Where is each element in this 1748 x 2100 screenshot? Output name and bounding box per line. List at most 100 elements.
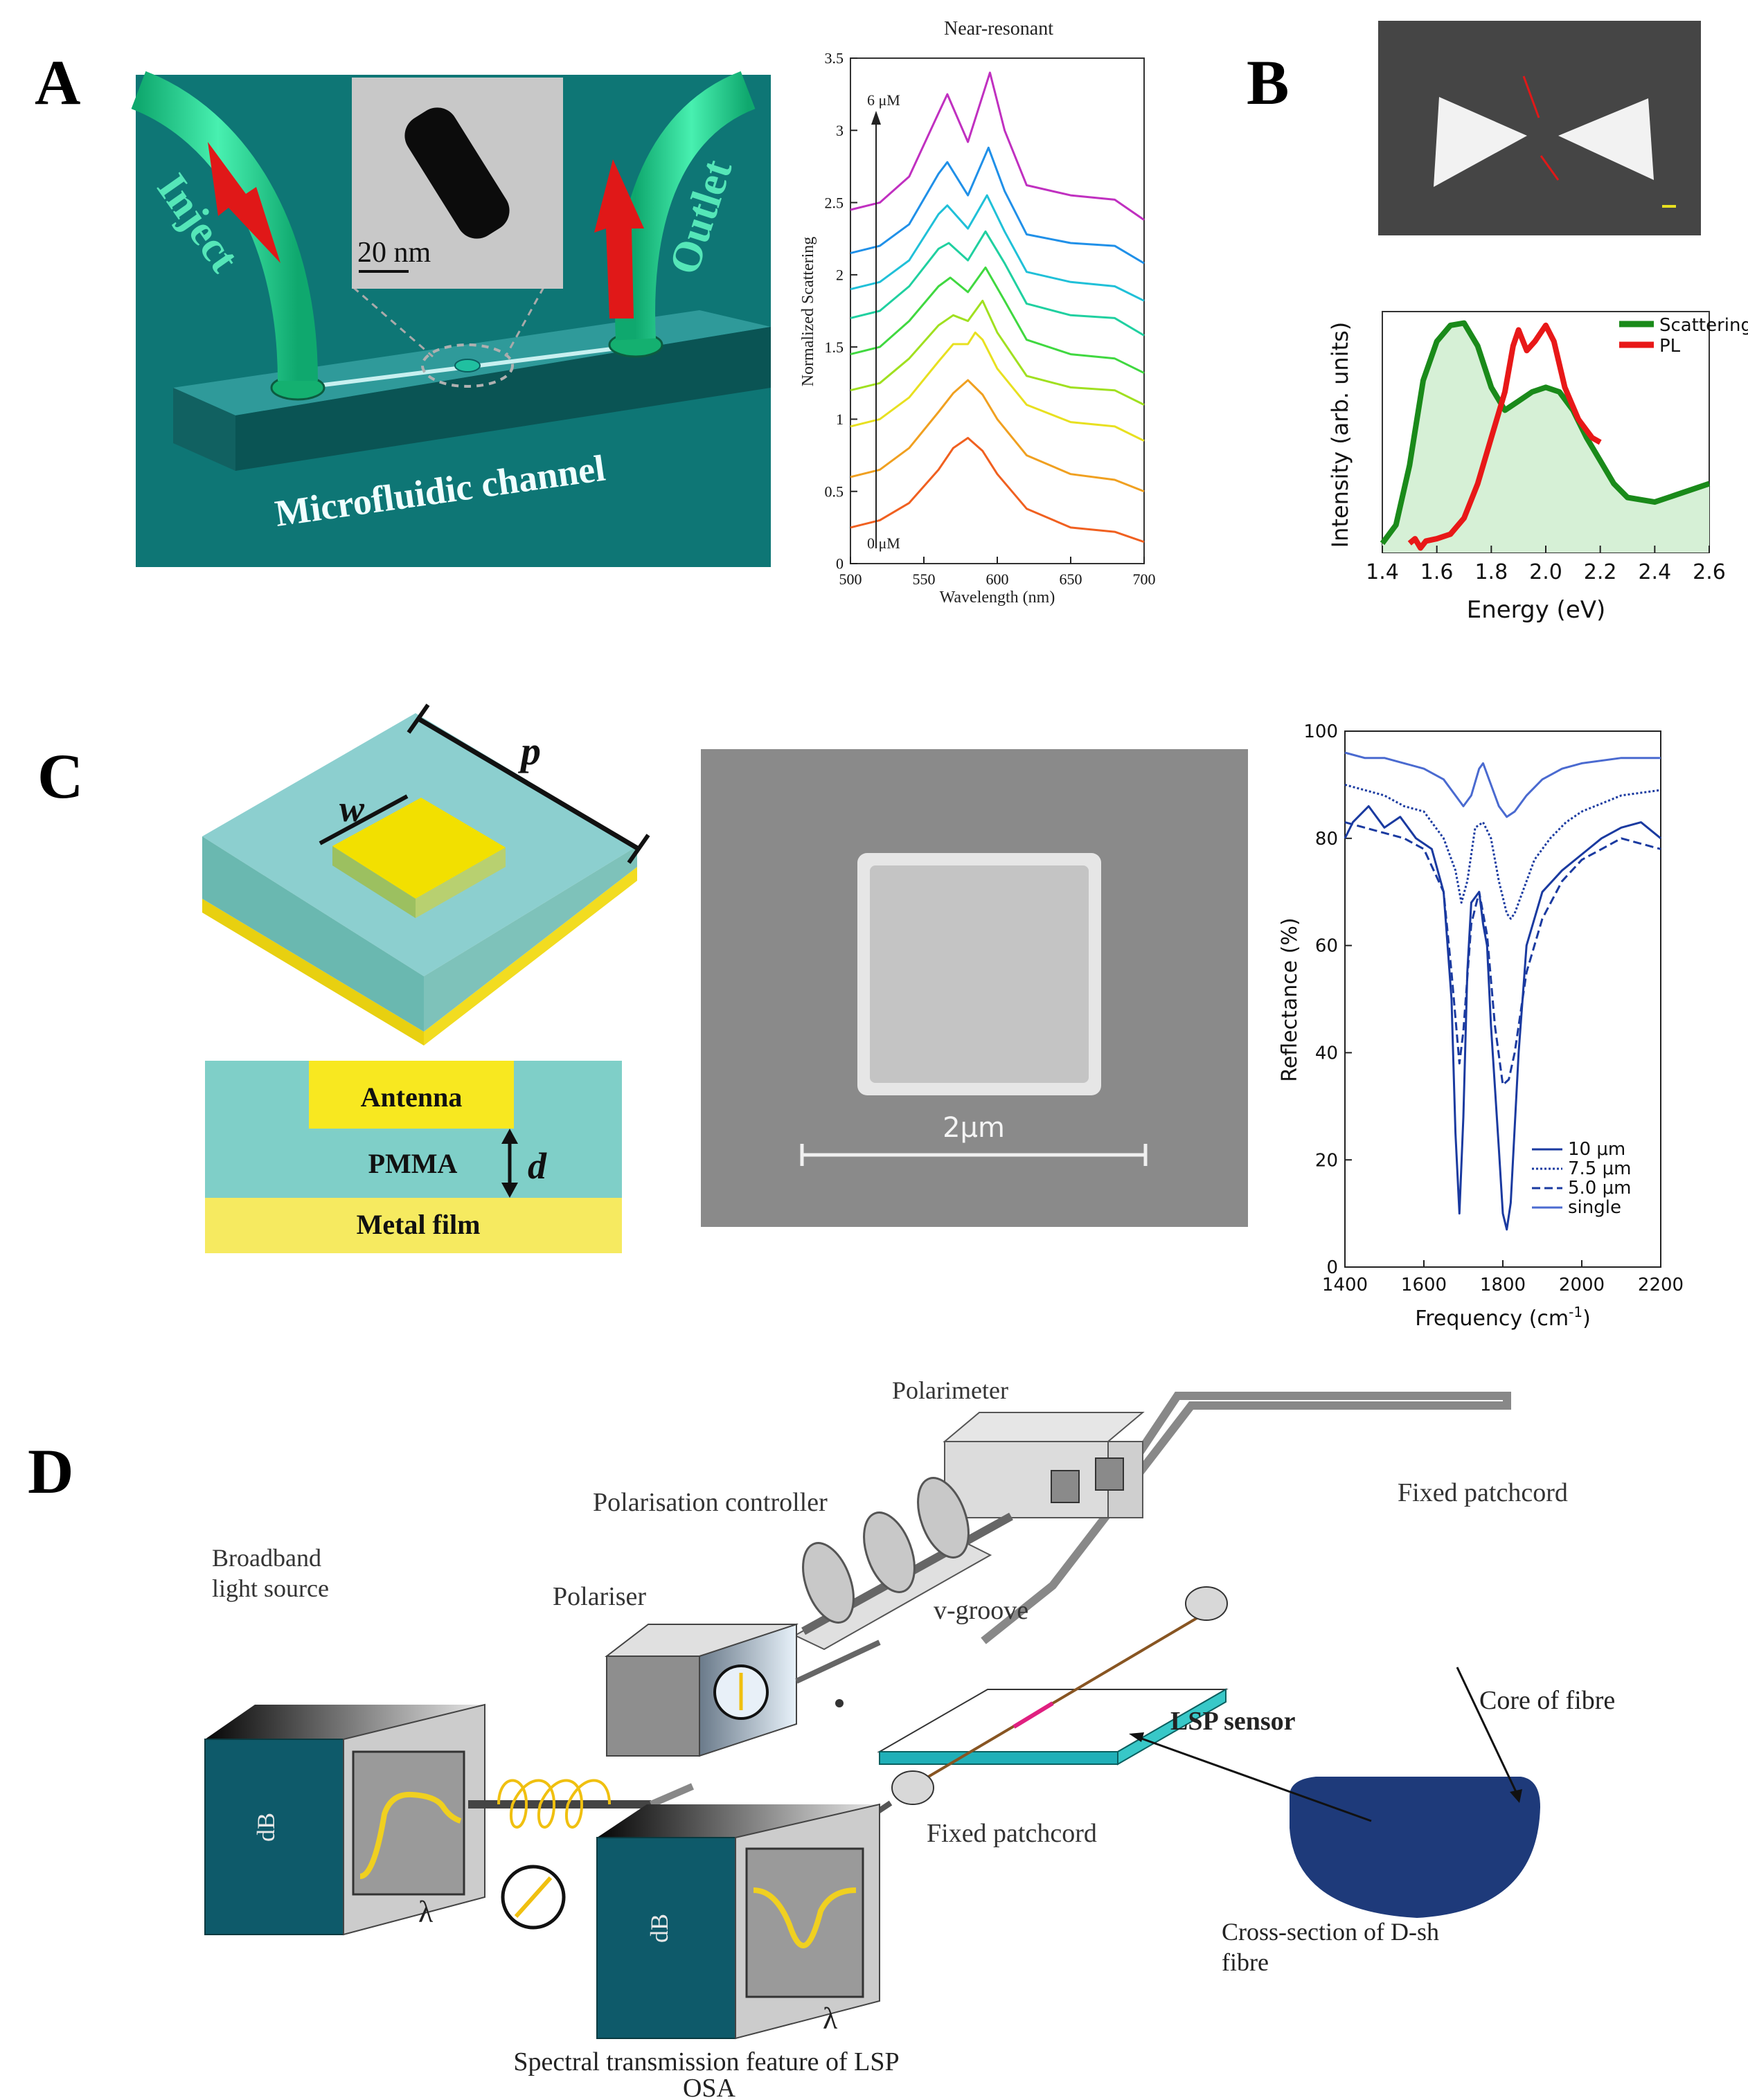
panel-label-a: A — [35, 47, 80, 118]
y-tick-label: 20 — [1315, 1150, 1338, 1171]
pol-controller-label: Polarisation controller — [593, 1488, 828, 1517]
legend-7-5um-label: 7.5 μm — [1568, 1158, 1631, 1179]
y-tick-label: 0.5 — [825, 483, 844, 500]
w-label: w — [339, 788, 365, 829]
core-of-fibre-label: Core of fibre — [1479, 1686, 1615, 1715]
x-tick-label: 2.4 — [1638, 560, 1671, 584]
concentration-arrowhead — [871, 111, 881, 125]
x-tick-label: 2000 — [1559, 1275, 1605, 1295]
chart-c-legend: 10 μm 7.5 μm 5.0 μm single — [1532, 1139, 1631, 1218]
p-tick-1 — [407, 703, 430, 734]
panel-label-d: D — [28, 1436, 73, 1507]
y-tick-label: 2 — [836, 267, 844, 284]
x-tick-label: 700 — [1133, 571, 1156, 588]
polariser-fiber — [650, 1783, 694, 1808]
polarimeter-window-2 — [1095, 1457, 1124, 1491]
bowtie-background — [1378, 21, 1701, 235]
sem-square-inner — [870, 865, 1089, 1083]
sem-scale-label: 2μm — [943, 1112, 1005, 1144]
series-line-4 — [850, 299, 1145, 406]
antenna-top — [332, 798, 506, 899]
x-tick-label: 600 — [986, 571, 1009, 588]
detection-ellipse — [421, 343, 514, 388]
x-tick-label: 500 — [839, 571, 862, 588]
series-line-7-5-m — [1344, 783, 1661, 920]
polarisation-coil — [497, 1779, 611, 1829]
broadband-label-1: Broadband — [212, 1544, 321, 1572]
polarimeter-body — [944, 1441, 1109, 1518]
annotation-0um: 0 μM — [867, 535, 900, 552]
chart-c-xlabel-end: ) — [1582, 1307, 1591, 1331]
series-line-5-0-m — [1344, 821, 1661, 1086]
v-groove-fiber — [795, 1640, 881, 1684]
polariser-label: Polariser — [553, 1582, 646, 1611]
sensor-front — [879, 1751, 1118, 1765]
polariser-body — [606, 1655, 700, 1757]
chart-c-ylabel: Reflectance (%) — [1278, 917, 1302, 1082]
source-screen — [352, 1750, 465, 1896]
chip-front — [173, 388, 235, 471]
antenna-front — [332, 846, 416, 918]
chart-a-title: Near-resonant — [944, 18, 1053, 39]
series-line-1 — [850, 437, 1145, 544]
core-pointer-head — [1510, 1789, 1522, 1803]
antenna-side — [416, 847, 506, 918]
p-tick-2 — [627, 834, 650, 864]
y-tick-label: 2.5 — [825, 194, 844, 211]
bowtie-left-triangle — [1434, 97, 1527, 187]
series-line-scattering — [1380, 320, 1711, 546]
outlet-tube — [615, 71, 756, 341]
panel-label-b: B — [1247, 47, 1289, 118]
series-line-3 — [850, 331, 1145, 442]
detection-spot — [454, 359, 481, 373]
chart-b-xlabel: Energy (eV) — [1467, 596, 1606, 624]
chart-c-xlabel-main: Frequency (cm — [1415, 1307, 1569, 1331]
x-tick-label: 1800 — [1480, 1275, 1526, 1295]
bowtie-right-triangle — [1558, 98, 1654, 180]
zoom-line-right — [504, 287, 545, 357]
y-tick-label: 40 — [1315, 1043, 1338, 1064]
y-tick-label: 80 — [1315, 829, 1338, 850]
chart-a-xlabel: Wavelength (nm) — [940, 589, 1055, 607]
chart-b-fill — [1382, 323, 1709, 553]
y-tick-label: 1 — [836, 411, 844, 428]
y-tick-label: 0 — [1326, 1257, 1338, 1278]
legend-5um-label: 5.0 μm — [1568, 1178, 1631, 1199]
chart-a-ylabel: Normalized Scattering — [799, 237, 817, 387]
osa-screen — [745, 1847, 864, 1998]
x-tick-label: 1600 — [1401, 1275, 1447, 1295]
d-label: d — [528, 1145, 547, 1187]
w-dimension-line — [319, 794, 409, 845]
x-tick-label: 550 — [913, 571, 936, 588]
chart-c-xlabel: Frequency (cm-1) — [1415, 1304, 1591, 1331]
chart-a-lines — [850, 71, 1145, 544]
x-tick-label: 2.0 — [1529, 560, 1562, 584]
legend-scattering-label: Scattering — [1659, 315, 1748, 336]
spectral-feature-label-1: Spectral transmission feature of LSP — [513, 2047, 899, 2076]
d-fibre-cross-section — [1290, 1777, 1540, 1918]
y-tick-label: 3 — [836, 122, 844, 139]
spectral-feature-label-2: OSA — [683, 2074, 736, 2100]
sensor-active-region — [1013, 1701, 1054, 1729]
polarimeter-window-1 — [1051, 1470, 1080, 1503]
polarimeter-label: Polarimeter — [892, 1376, 1008, 1404]
pmma-front — [202, 836, 424, 1032]
osa-spectrum-curve — [753, 1887, 857, 1949]
fiber-dot — [835, 1699, 844, 1707]
x-tick-label: 650 — [1060, 571, 1082, 588]
source-spectrum-curve — [359, 1791, 462, 1879]
legend-single-label: single — [1568, 1197, 1621, 1218]
y-tick-label: 1.5 — [825, 339, 844, 356]
scattering-fill-area — [1382, 323, 1709, 553]
nanorod-image — [404, 107, 510, 239]
zoom-line-left — [353, 286, 434, 358]
inject-arrow — [208, 142, 280, 263]
antenna-label: Antenna — [361, 1082, 463, 1113]
paddle-2 — [863, 1511, 916, 1593]
chart-b-ylabel: Intensity (arb. units) — [1327, 322, 1353, 548]
